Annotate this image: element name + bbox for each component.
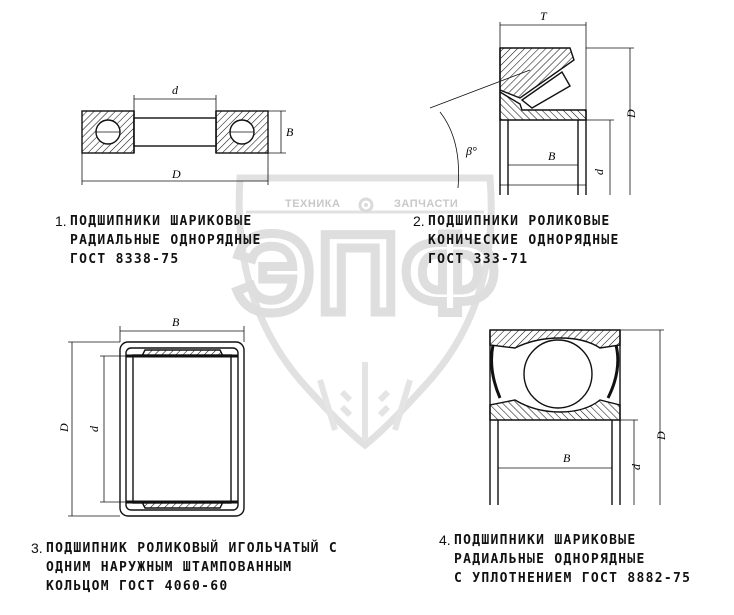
fig3-dim-d: d bbox=[87, 425, 101, 432]
watermark-logo-letters: ЭПФ bbox=[234, 211, 502, 336]
figure-3-caption-line-3: КОЛЬЦОМ ГОСТ 4060-60 bbox=[46, 579, 229, 594]
figure-2-caption-line-1: ПОДШИПНИКИ РОЛИКОВЫЕ bbox=[428, 214, 611, 229]
figure-4-caption-line-2: РАДИАЛЬНЫЕ ОДНОРЯДНЫЕ bbox=[454, 552, 646, 567]
watermark-logo: ЭПФ bbox=[230, 174, 502, 450]
fig1-dim-d: d bbox=[172, 83, 179, 97]
watermark-left-word: ТЕХНИКА bbox=[285, 198, 341, 210]
figure-1-number: 1. bbox=[55, 213, 67, 229]
fig1-dim-B: B bbox=[286, 125, 294, 139]
figure-4-sealed-ball-bearing bbox=[489, 329, 664, 505]
fig2-dim-T: T bbox=[540, 9, 548, 23]
figure-4-caption: 4. ПОДШИПНИКИ ШАРИКОВЫЕ РАДИАЛЬНЫЕ ОДНОР… bbox=[439, 531, 692, 588]
fig2-dim-d: d bbox=[592, 168, 606, 175]
watermark-shield bbox=[235, 174, 495, 450]
figure-3-caption-line-1: ПОДШИПНИК РОЛИКОВЫЙ ИГОЛЬЧАТЫЙ С bbox=[46, 541, 339, 556]
fig3-dim-D: D bbox=[57, 423, 71, 433]
gear-icon bbox=[358, 197, 374, 213]
figure-2-number: 2. bbox=[413, 213, 425, 229]
fig3-dim-B: B bbox=[172, 315, 180, 329]
figure-1-caption-line-1: ПОДШИПНИКИ ШАРИКОВЫЕ bbox=[70, 214, 253, 229]
fig4-dim-B: B bbox=[563, 451, 571, 465]
figure-1-caption-line-2: РАДИАЛЬНЫЕ ОДНОРЯДНЫЕ bbox=[70, 233, 262, 248]
figure-1-caption-line-3: ГОСТ 8338-75 bbox=[70, 252, 180, 267]
fig2-dim-beta: β° bbox=[465, 144, 477, 158]
wheat-emblem-icon bbox=[317, 362, 413, 440]
figure-4-caption-line-3: С УПЛОТНЕНИЕМ ГОСТ 8882-75 bbox=[454, 571, 692, 586]
fig4-dim-D: D bbox=[654, 431, 668, 441]
figure-2-tapered-roller-bearing bbox=[429, 22, 634, 195]
figure-2-caption: 2. ПОДШИПНИКИ РОЛИКОВЫЕ КОНИЧЕСКИЕ ОДНОР… bbox=[413, 212, 620, 269]
figure-1-ball-bearing bbox=[81, 95, 286, 185]
fig1-dim-D: D bbox=[171, 167, 181, 181]
figure-3-caption-line-2: ОДНИМ НАРУЖНЫМ ШТАМПОВАННЫМ bbox=[46, 560, 293, 575]
fig2-dim-D: D bbox=[624, 109, 638, 119]
fig4-dim-d: d bbox=[629, 463, 643, 470]
figure-4-caption-line-1: ПОДШИПНИКИ ШАРИКОВЫЕ bbox=[454, 533, 637, 548]
figure-2-caption-line-3: ГОСТ 333-71 bbox=[428, 252, 529, 267]
fig2-dim-B: B bbox=[548, 149, 556, 163]
figure-1-caption: 1. ПОДШИПНИКИ ШАРИКОВЫЕ РАДИАЛЬНЫЕ ОДНОР… bbox=[55, 212, 262, 269]
figure-3-needle-roller-bearing bbox=[68, 326, 245, 517]
figure-4-number: 4. bbox=[439, 532, 451, 548]
watermark-right-word: ЗАПЧАСТИ bbox=[394, 198, 459, 210]
figure-3-caption: 3. ПОДШИПНИК РОЛИКОВЫЙ ИГОЛЬЧАТЫЙ С ОДНИ… bbox=[31, 539, 339, 596]
figure-3-number: 3. bbox=[31, 540, 43, 556]
figure-2-caption-line-2: КОНИЧЕСКИЕ ОДНОРЯДНЫЕ bbox=[428, 233, 620, 248]
